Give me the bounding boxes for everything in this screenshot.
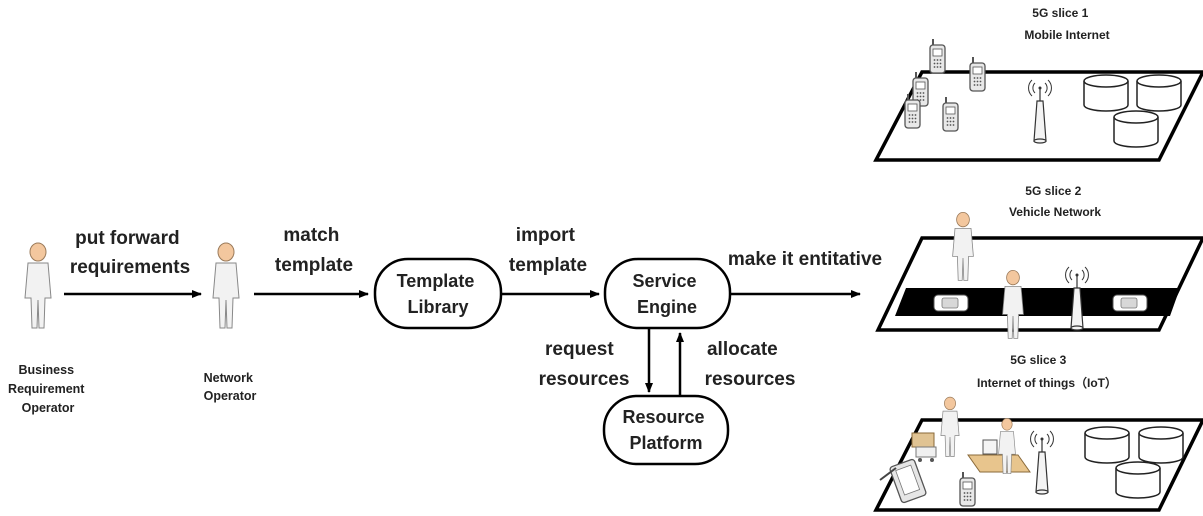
slice3-line1: 5G slice 3 xyxy=(1010,353,1066,367)
template-library-line2: Library xyxy=(407,297,468,317)
service-engine-line1: Service xyxy=(632,271,696,291)
put-forward-line2: requirements xyxy=(70,257,190,278)
resource-platform-line2: Platform xyxy=(629,433,702,453)
slice3-line2: Internet of things（IoT） xyxy=(977,375,1117,390)
slice3-cart-icon xyxy=(911,396,960,462)
slice1-line1: 5G slice 1 xyxy=(1032,6,1088,20)
slice3-label: 5G slice 3 Internet of things（IoT） xyxy=(977,353,1117,390)
make-entitative-label: make it entitative xyxy=(728,249,882,270)
business-operator-line3: Operator xyxy=(22,401,75,415)
allocate-line2: resources xyxy=(705,369,796,390)
service-engine-line2: Engine xyxy=(637,297,697,317)
slice2-line1: 5G slice 2 xyxy=(1025,184,1081,198)
import-line1: import xyxy=(516,225,576,246)
slice2-line2: Vehicle Network xyxy=(1009,205,1101,219)
business-operator-line2: Requirement xyxy=(8,382,85,396)
business-operator-label: Business Requirement Operator xyxy=(8,363,88,415)
network-operator-label: Network Operator xyxy=(204,371,257,403)
import-template-label: import template xyxy=(509,225,587,276)
put-forward-line1: put forward xyxy=(75,228,180,249)
match-template-label: match template xyxy=(275,225,353,276)
business-operator-person-icon xyxy=(24,242,52,329)
resource-platform-line1: Resource xyxy=(622,407,704,427)
template-library-box: Template Library xyxy=(373,257,503,330)
network-operator-person-icon xyxy=(212,242,240,329)
allocate-line1: allocate xyxy=(707,339,778,360)
network-operator-line2: Operator xyxy=(204,389,257,403)
slice1-line2: Mobile Internet xyxy=(1024,28,1109,42)
request-line2: resources xyxy=(539,369,630,390)
business-operator-line1: Business xyxy=(18,363,74,377)
slice3-tablet-icon xyxy=(879,458,927,504)
slice3-desk-icon xyxy=(967,418,1031,475)
service-engine-box: Service Engine xyxy=(603,257,732,330)
match-line2: template xyxy=(275,255,353,276)
slice2-label: 5G slice 2 Vehicle Network xyxy=(1009,184,1101,219)
template-library-line1: Template xyxy=(397,271,475,291)
allocate-resources-label: allocate resources xyxy=(705,339,796,390)
svg-text:Service Engine: Service Engine xyxy=(632,271,701,317)
resource-platform-box: Resource Platform xyxy=(602,394,730,466)
svg-text:Resource Platform: Resource Platform xyxy=(622,407,709,453)
match-line1: match xyxy=(283,225,339,246)
request-resources-label: request resources xyxy=(539,339,630,390)
put-forward-label: put forward requirements xyxy=(70,228,190,278)
request-line1: request xyxy=(545,339,614,360)
network-operator-line1: Network xyxy=(204,371,253,385)
slice1-label: 5G slice 1 Mobile Internet xyxy=(1024,6,1109,42)
svg-text:Template Library: Template Library xyxy=(397,271,480,317)
slice2-platform xyxy=(875,236,1203,332)
import-line2: template xyxy=(509,255,587,276)
